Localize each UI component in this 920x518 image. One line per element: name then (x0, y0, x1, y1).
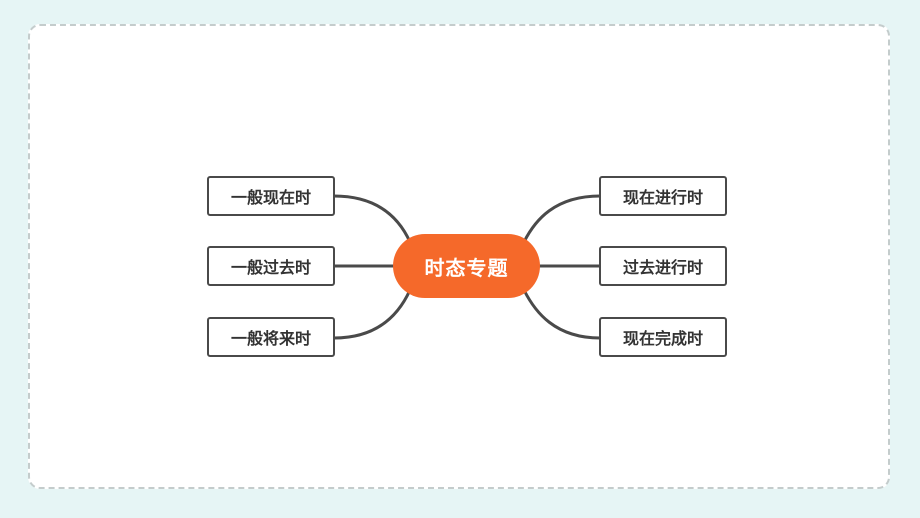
topic-left-3[interactable]: 一般将来时 (207, 317, 335, 357)
topic-right-3[interactable]: 现在完成时 (599, 317, 727, 357)
connector-right-3 (522, 289, 601, 340)
topic-right-1[interactable]: 现在进行时 (599, 176, 727, 216)
topic-left-1[interactable]: 一般现在时 (207, 176, 335, 216)
central-topic[interactable]: 时态专题 (393, 234, 540, 298)
connector-left-3 (333, 289, 412, 340)
topic-right-2[interactable]: 过去进行时 (599, 246, 727, 286)
topic-left-2[interactable]: 一般过去时 (207, 246, 335, 286)
connector-right-1 (522, 194, 601, 243)
connector-left-1 (333, 194, 412, 243)
